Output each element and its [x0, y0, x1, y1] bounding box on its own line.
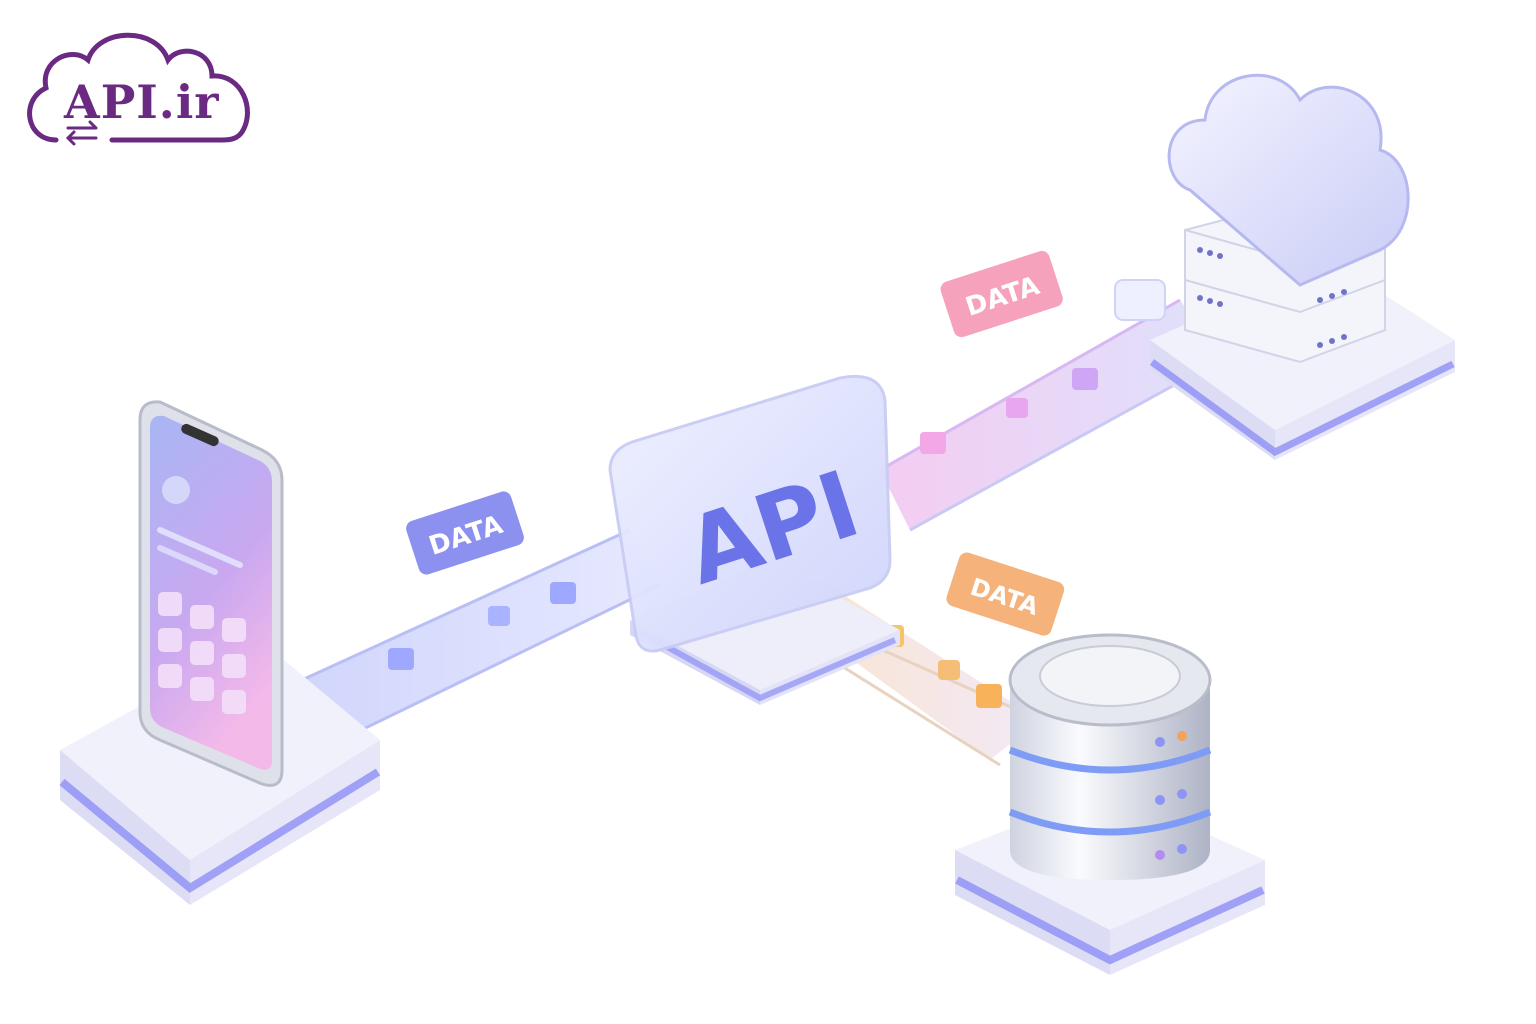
data-tag-left: DATA — [406, 491, 524, 575]
api-ir-logo: API.ir — [16, 20, 256, 160]
data-packet — [1072, 368, 1098, 390]
data-packet — [920, 432, 946, 454]
client-node — [59, 400, 381, 905]
conduit-top-right — [879, 279, 1221, 532]
cloud-node — [1149, 73, 1455, 460]
database-node — [955, 633, 1265, 975]
data-packet — [488, 606, 510, 626]
cloud-exchange-icon — [27, 32, 250, 146]
cloud-server-icon — [1167, 73, 1410, 364]
data-tag-top-right: DATA — [940, 250, 1063, 338]
data-tag-bottom-right: DATA — [946, 552, 1065, 636]
data-packet — [976, 684, 1002, 708]
data-packet — [938, 660, 960, 680]
logo-text: API.ir — [64, 75, 220, 129]
api-hub: API — [608, 374, 900, 705]
conduit-left — [279, 528, 661, 752]
data-packet — [1006, 398, 1028, 418]
smartphone-icon — [138, 400, 284, 787]
data-packet — [388, 648, 414, 670]
data-packet — [550, 582, 576, 604]
database-icon — [1008, 633, 1212, 880]
